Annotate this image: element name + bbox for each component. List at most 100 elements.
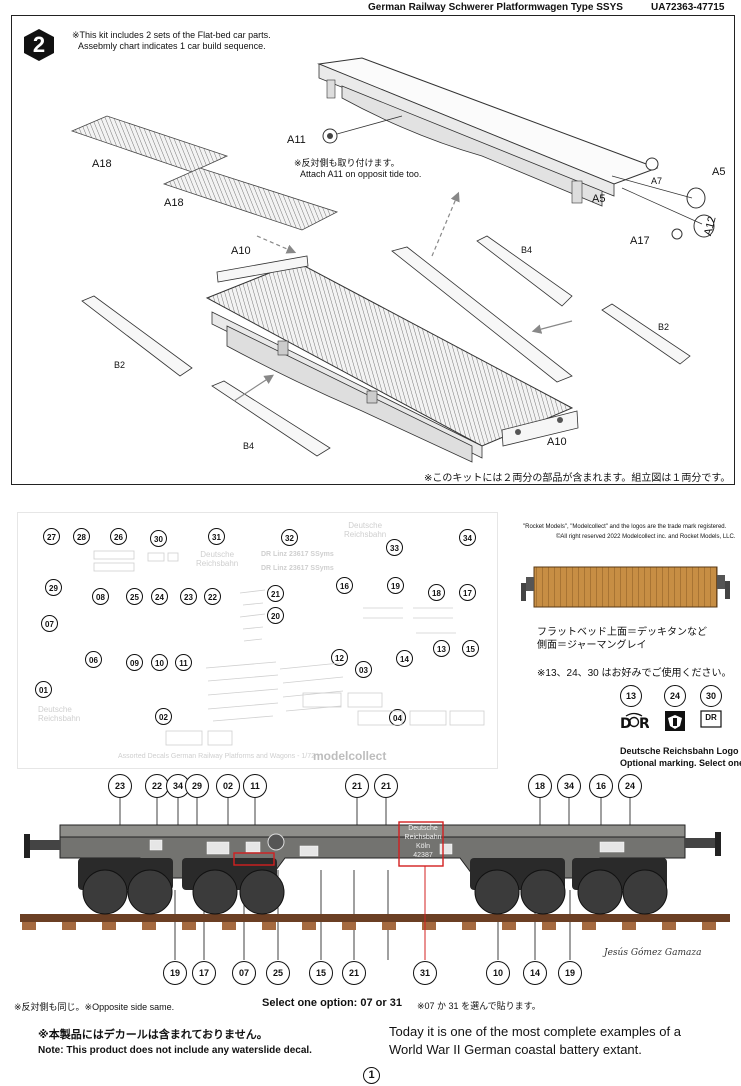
decal-number: 10 [151,654,168,671]
kit-note-line1: ※This kit includes 2 sets of the Flat-be… [72,30,271,40]
callout-number: 19 [163,961,187,985]
decal-sheet-footer: Assorted Decals German Railway Platforms… [118,753,315,760]
wagon-decal-placement-diagram [20,798,730,960]
logo-caption-line2: Optional marking. Select one [620,758,741,768]
svg-text:R: R [639,716,649,732]
callout-number: 23 [108,774,132,798]
decal-dr-number: DR Linz 23617 SSyms [261,551,334,558]
callout-number: 18 [528,774,552,798]
part-label-a10: A10 [231,245,251,257]
step-hexagon-icon [24,29,54,61]
logo-number: 30 [700,685,722,707]
decal-number: 03 [355,661,372,678]
trademark-line: "Rocket Models", "Modelcollect" and the … [523,524,727,530]
part-label-a5: A5 [592,193,606,205]
decal-number: 23 [180,588,197,605]
callout-number: 31 [413,961,437,985]
decal-number: 16 [336,577,353,594]
attach-note-jp: ※反対側も取り付けます。 [294,158,400,168]
select-option-note: Select one option: 07 or 31 [262,997,402,1009]
logo-caption-line1: Deutsche Reichsbahn Logo [620,746,739,756]
part-label-b4: B4 [521,245,533,255]
decal-number: 15 [462,640,479,657]
opposite-side-note: ※反対側も同じ。※Opposite side same. [14,1002,175,1012]
callout-number: 10 [486,961,510,985]
decal-number: 24 [151,588,168,605]
decal-number: 20 [267,607,284,624]
dr-logo-text: DR [705,713,717,722]
flatbed-color-sample [521,566,730,608]
decal-number: 13 [433,640,450,657]
callout-number: 25 [266,961,290,985]
decal-number: 08 [92,588,109,605]
callout-number: 17 [192,961,216,985]
decal-number: 25 [126,588,143,605]
decal-number: 07 [41,615,58,632]
artist-signature: Jesús Gómez Gamaza [604,948,702,958]
part-label-a10: A10 [547,436,567,448]
kit-note-line2: Assebmly chart indicates 1 car build seq… [78,41,266,51]
attach-note-en: Attach A11 on opposit tide too. [300,169,422,179]
decal-number: 31 [208,528,225,545]
decal-marks [93,550,485,746]
callout-number: 16 [589,774,613,798]
select-option-note-jp: ※07 か 31 を選んで貼ります。 [417,1001,541,1011]
logo-number: 24 [664,685,686,707]
dr-box-logo-icon [700,710,722,728]
svg-text:D: D [620,716,632,732]
kit-code: UA72363-47715 [651,2,725,13]
decal-number: 33 [386,539,403,556]
kit-parts-note-jp: ※このキットには２両分の部品が含まれます。組立図は１両分です。 [424,473,731,484]
part-label-a18: A18 [164,197,184,209]
decal-number: 28 [73,528,90,545]
eagle-swastika-logo-icon: D R [620,712,649,732]
decal-dr-number: DR Linz 23617 SSyms [261,565,334,572]
decal-number: 06 [85,651,102,668]
decal-number: 26 [110,528,127,545]
history-text-line1: Today it is one of the most complete exa… [389,1024,681,1039]
decal-number: 34 [459,529,476,546]
callout-number: 07 [232,961,256,985]
decal-number: 09 [126,654,143,671]
callout-number: 19 [558,961,582,985]
eagle-emblem-logo-icon [665,711,685,731]
step-number: 2 [32,32,46,57]
decal-number: 14 [396,650,413,667]
callout-number: 21 [345,774,369,798]
callout-number: 11 [243,774,267,798]
assembly-step-panel: 2 ※This kit includes 2 sets of the Flat-… [11,15,735,485]
part-label-a7: A7 [651,176,663,186]
part-label-a17: A17 [630,235,650,247]
no-decal-note-en: Note: This product does not include any … [38,1045,312,1056]
decal-number: 19 [387,577,404,594]
decal-brand-logo: modelcollect [313,749,387,763]
decal-number: 11 [175,654,192,671]
decal-number: 12 [331,649,348,666]
decal-number: 32 [281,529,298,546]
decal-number: 17 [459,584,476,601]
logo-number: 13 [620,685,642,707]
copyright-line: ©All right reserved 2022 Modelcollect in… [556,534,736,540]
part-label-a11: A11 [287,134,306,146]
history-text-line2: World War II German coastal battery exta… [389,1042,642,1057]
callout-number: 14 [523,961,547,985]
part-label-b2: B2 [114,360,126,370]
callout-number: 34 [557,774,581,798]
kit-title: German Railway Schwerer Platformwagen Ty… [368,2,623,13]
decal-sheet: 27 28 26 30 31 32 33 34 29 08 25 24 23 2… [17,512,498,769]
side-color-note: 側面＝ジャーマングレイ [537,640,647,651]
part-label-b2: B2 [658,322,670,332]
deck-color-note: フラットベッド上面＝デッキタンなど [537,627,707,638]
part-label-a5: A5 [712,166,726,178]
part-label-b4: B4 [243,441,255,451]
callout-number: 24 [618,774,642,798]
decal-number: 22 [204,588,221,605]
callout-number: 29 [185,774,209,798]
assembly-drawing [70,57,715,463]
callout-number: 21 [374,774,398,798]
optional-marking-note-jp: ※13、24、30 はお好みでご使用ください。 [537,668,732,679]
callout-number: 02 [216,774,240,798]
